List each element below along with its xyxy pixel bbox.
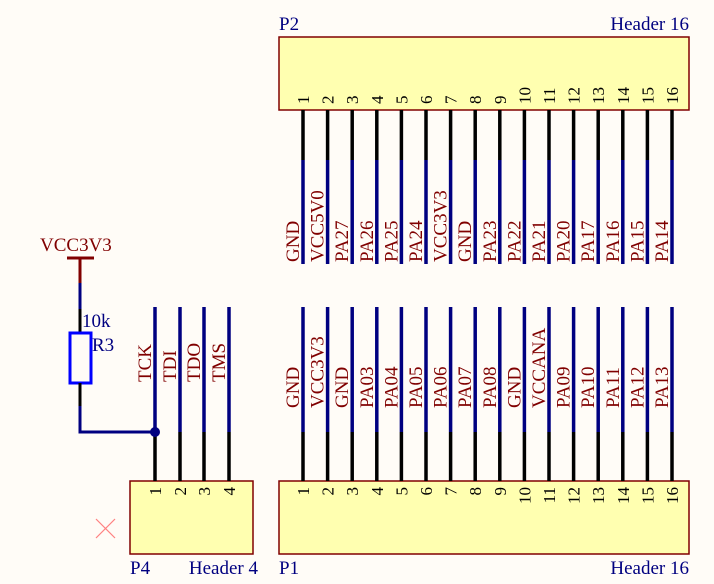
net-label-gnd: GND bbox=[332, 367, 353, 408]
p1-pin-number: 8 bbox=[466, 487, 485, 496]
p2-pin-number: 11 bbox=[540, 88, 559, 104]
header-p1-designator: P1 bbox=[279, 558, 299, 579]
net-label-pa14: PA14 bbox=[652, 220, 673, 262]
p1-pin-number: 11 bbox=[540, 487, 559, 503]
net-label-tdo: TDO bbox=[184, 343, 205, 382]
p2-pin-number: 5 bbox=[392, 96, 411, 105]
net-label-pa09: PA09 bbox=[554, 366, 575, 408]
p4-pin-number: 1 bbox=[146, 487, 165, 496]
p1-pin-number: 2 bbox=[319, 487, 338, 496]
p2-pin-number: 4 bbox=[368, 95, 387, 104]
p2-pin-number: 3 bbox=[343, 96, 362, 105]
net-label-tck: TCK bbox=[135, 344, 156, 382]
header-p2-body[interactable] bbox=[278, 36, 690, 111]
net-label-pa03: PA03 bbox=[357, 366, 378, 408]
net-label-pa06: PA06 bbox=[431, 366, 452, 408]
r3-designator: R3 bbox=[92, 335, 114, 356]
p2-pin-number: 1 bbox=[294, 96, 313, 105]
p2-pin-number: 14 bbox=[614, 87, 633, 105]
p2-pin-number: 15 bbox=[638, 87, 657, 104]
p1-pin-number: 1 bbox=[294, 487, 313, 496]
p1-pin-number: 14 bbox=[614, 487, 633, 505]
net-label-pa05: PA05 bbox=[406, 366, 427, 408]
p2-pin-number: 2 bbox=[319, 96, 338, 105]
p2-pin-number: 9 bbox=[491, 96, 510, 105]
header-p1-comment: Header 16 bbox=[610, 558, 689, 579]
p2-pin-number: 7 bbox=[442, 95, 461, 104]
net-label-pa16: PA16 bbox=[603, 220, 624, 262]
header-p4-body[interactable] bbox=[129, 480, 254, 555]
p1-pin-number: 10 bbox=[515, 487, 534, 504]
net-label-vcc3v3: VCC3V3 bbox=[431, 190, 452, 262]
net-label-tdi: TDI bbox=[160, 350, 181, 382]
p4-pin-number: 4 bbox=[220, 487, 239, 496]
p1-pin-number: 7 bbox=[442, 487, 461, 496]
net-label-gnd: GND bbox=[283, 367, 304, 408]
net-label-vcc3v3: VCC3V3 bbox=[308, 336, 329, 408]
net-label-pa13: PA13 bbox=[652, 366, 673, 408]
p2-pin-number: 12 bbox=[565, 87, 584, 104]
net-label-gnd: GND bbox=[283, 221, 304, 262]
net-label-pa10: PA10 bbox=[578, 366, 599, 408]
p1-pin-number: 6 bbox=[417, 487, 436, 496]
header-p4-comment: Header 4 bbox=[189, 558, 259, 579]
p2-pin-number: 8 bbox=[466, 96, 485, 105]
net-label-gnd: GND bbox=[504, 367, 525, 408]
header-p1-body[interactable] bbox=[278, 480, 690, 555]
p4-pin-number: 3 bbox=[195, 487, 214, 496]
p2-pin-number: 10 bbox=[515, 87, 534, 104]
net-label-gnd: GND bbox=[455, 221, 476, 262]
net-label-pa22: PA22 bbox=[504, 220, 525, 262]
header-p4-designator: P4 bbox=[130, 558, 151, 579]
net-label-pa24: PA24 bbox=[406, 220, 427, 262]
net-label-pa20: PA20 bbox=[554, 220, 575, 262]
net-label-pa23: PA23 bbox=[480, 220, 501, 262]
resistor-r3[interactable]: 10k R3 bbox=[68, 283, 114, 406]
net-label-pa21: PA21 bbox=[529, 220, 550, 262]
header-p2-designator: P2 bbox=[279, 14, 299, 35]
no-erc-marker-icon bbox=[95, 518, 116, 539]
p1-pin-number: 16 bbox=[663, 487, 682, 504]
p1-pin-number: 3 bbox=[343, 487, 362, 496]
net-label-pa25: PA25 bbox=[381, 220, 402, 262]
p1-pin-number: 5 bbox=[392, 487, 411, 496]
net-label-pa27: PA27 bbox=[332, 220, 353, 262]
p2-pin-number: 13 bbox=[589, 87, 608, 104]
net-label-pa04: PA04 bbox=[381, 366, 402, 408]
net-label-pa15: PA15 bbox=[627, 220, 648, 262]
p4-pin-number: 2 bbox=[171, 487, 190, 496]
p1-pin-number: 13 bbox=[589, 487, 608, 504]
net-label-pa08: PA08 bbox=[480, 366, 501, 408]
p1-pin-number: 12 bbox=[565, 487, 584, 504]
p1-pin-number: 15 bbox=[638, 487, 657, 504]
p2-pin-number: 16 bbox=[663, 87, 682, 104]
r3-body[interactable] bbox=[68, 331, 93, 385]
net-label-tms: TMS bbox=[209, 343, 230, 382]
power-port-label: VCC3V3 bbox=[40, 235, 112, 256]
p2-pin-number: 6 bbox=[417, 96, 436, 105]
net-label-pa12: PA12 bbox=[627, 366, 648, 408]
p1-pin-number: 9 bbox=[491, 487, 510, 496]
power-port-vcc3v3[interactable]: VCC3V3 bbox=[40, 235, 112, 283]
net-label-vccana: VCCANA bbox=[529, 327, 550, 408]
net-label-pa11: PA11 bbox=[603, 367, 624, 408]
r3-value: 10k bbox=[82, 311, 111, 332]
net-label-pa07: PA07 bbox=[455, 366, 476, 408]
wire-r3-to-tck[interactable] bbox=[78, 406, 155, 434]
net-label-pa17: PA17 bbox=[578, 220, 599, 262]
p1-pin-number: 4 bbox=[368, 487, 387, 496]
net-label-pa26: PA26 bbox=[357, 220, 378, 262]
header-p2-comment: Header 16 bbox=[610, 14, 689, 35]
net-label-vcc5v0: VCC5V0 bbox=[308, 190, 329, 262]
